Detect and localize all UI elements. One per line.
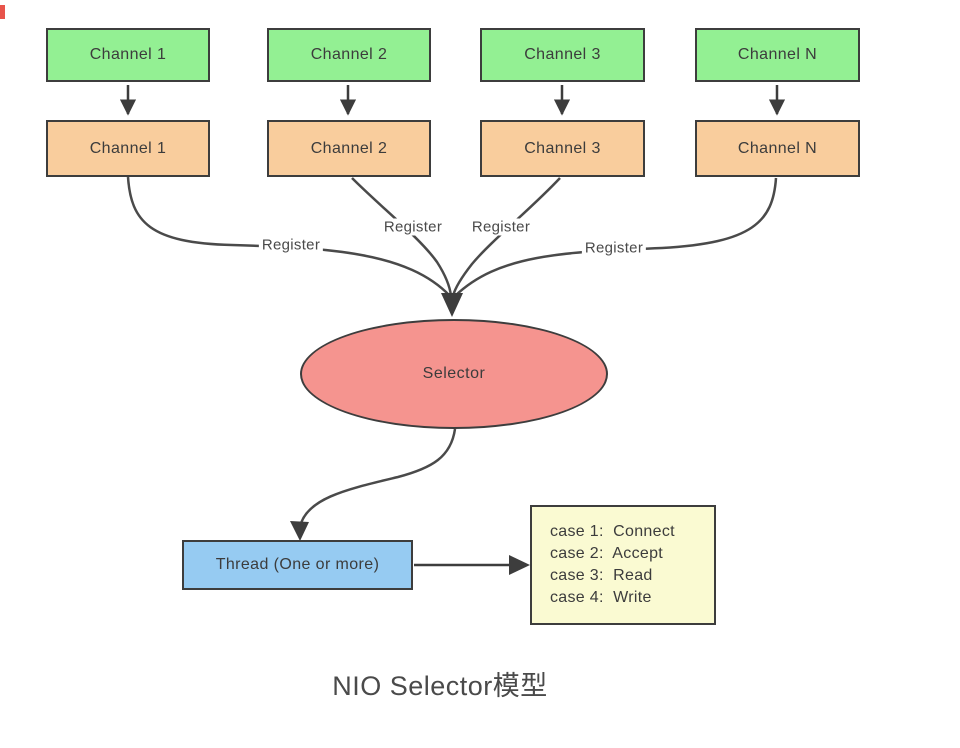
selector-node: Selector <box>300 319 608 429</box>
selector-label: Selector <box>422 365 486 382</box>
register-label-2: Register <box>380 218 446 236</box>
register-label-4: Register <box>581 239 647 257</box>
channel-registered-2-label: Channel 2 <box>310 139 388 157</box>
register-curve-4 <box>454 177 778 297</box>
register-label-3: Register <box>468 218 534 236</box>
channel-registered-2: Channel 2 <box>267 120 431 177</box>
thread-arrowhead <box>290 521 309 541</box>
convergence-arrowhead <box>441 293 463 317</box>
channel-ready-n-label: Channel N <box>737 46 818 63</box>
channel-registered-n: Channel N <box>695 120 860 177</box>
selector-to-thread-curve <box>298 428 457 528</box>
register-curve-3 <box>451 177 561 297</box>
case-box: case 1: Connect case 2: Accept case 3: R… <box>530 505 716 625</box>
diagram-title: NIO Selector模型 <box>332 671 548 701</box>
case-arrowhead <box>509 555 530 575</box>
channel-registered-1: Channel 1 <box>46 120 210 177</box>
channel-ready-2-label: Channel 2 <box>310 46 388 63</box>
channel-ready-1: Channel 1 <box>46 28 210 82</box>
case-line-2: case 2: Accept <box>550 545 664 562</box>
thread-label: Thread (One or more) <box>215 556 380 573</box>
corner-marker <box>0 5 5 19</box>
channel-registered-1-label: Channel 1 <box>89 139 167 157</box>
register-curve-1 <box>126 176 451 297</box>
case-line-3: case 3: Read <box>550 567 653 584</box>
register-label-1: Register <box>258 236 324 254</box>
register-curve-2 <box>351 177 453 297</box>
thread-node: Thread (One or more) <box>182 540 413 590</box>
case-line-1: case 1: Connect <box>550 523 675 540</box>
channel-ready-2: Channel 2 <box>267 28 431 82</box>
channel-registered-3: Channel 3 <box>480 120 645 177</box>
channel-ready-1-label: Channel 1 <box>89 46 167 63</box>
channel-registered-n-label: Channel N <box>737 139 818 157</box>
channel-ready-3: Channel 3 <box>480 28 645 82</box>
case-line-4: case 4: Write <box>550 589 652 606</box>
channel-ready-n: Channel N <box>695 28 860 82</box>
channel-registered-3-label: Channel 3 <box>524 139 601 157</box>
channel-ready-3-label: Channel 3 <box>524 46 601 63</box>
